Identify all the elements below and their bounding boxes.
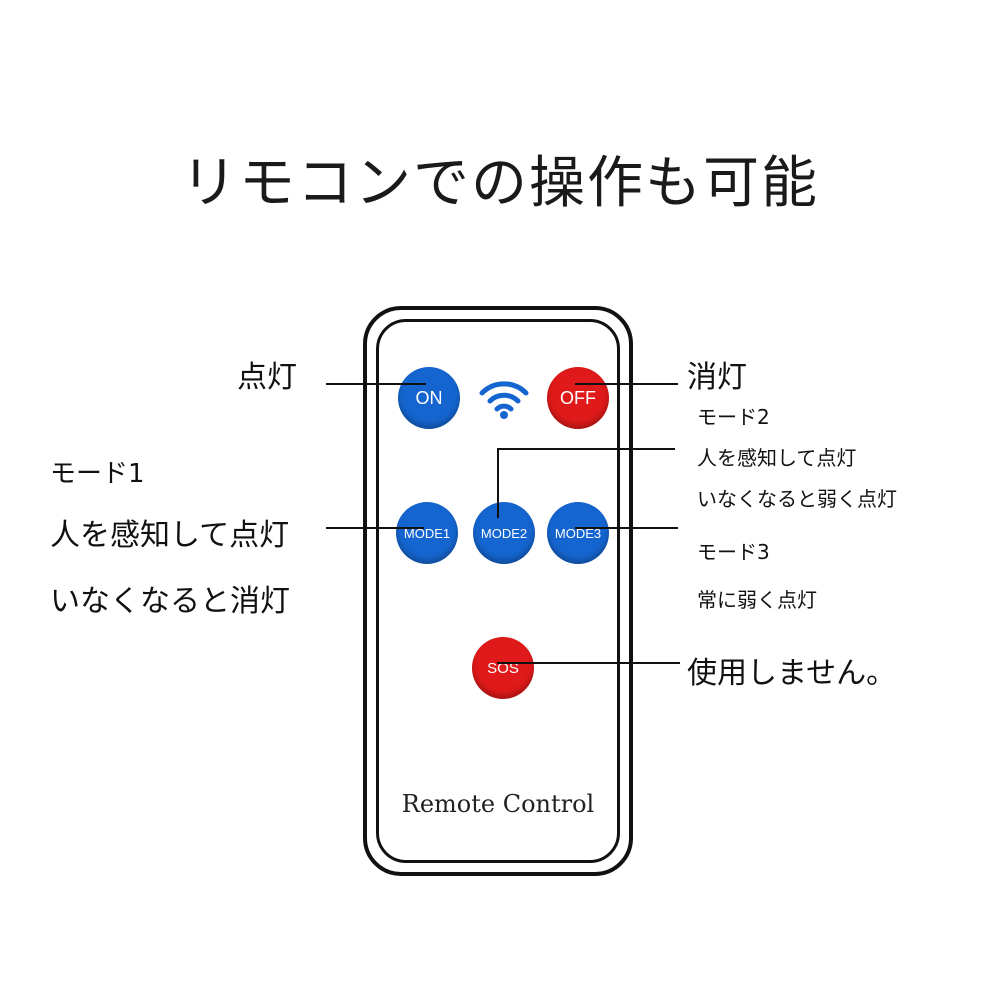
mode3-annotation-title: モード3 bbox=[697, 540, 770, 564]
on-button[interactable]: ON bbox=[398, 367, 460, 429]
on-button-label: ON bbox=[415, 387, 443, 408]
sos-button[interactable]: SOS bbox=[472, 637, 534, 699]
mode1-connector-line bbox=[326, 527, 424, 529]
page-title: リモコンでの操作も可能 bbox=[181, 151, 819, 216]
on-annotation: 点灯 bbox=[237, 360, 297, 395]
mode2-button-label: MODE2 bbox=[480, 525, 528, 541]
off-connector-line bbox=[575, 383, 678, 385]
mode1-annotation-line2: いなくなると消灯 bbox=[50, 584, 290, 619]
mode2-annotation-title: モード2 bbox=[697, 405, 770, 429]
off-button[interactable]: OFF bbox=[547, 367, 609, 429]
off-annotation: 消灯 bbox=[687, 360, 747, 395]
sos-connector-line bbox=[497, 662, 680, 664]
remote-control-label: Remote Control bbox=[401, 790, 595, 818]
mode2-connector-horizontal bbox=[497, 448, 675, 450]
mode3-connector-line bbox=[575, 527, 678, 529]
mode3-button[interactable]: MODE3 bbox=[547, 502, 609, 564]
mode1-button-label: MODE1 bbox=[403, 525, 451, 541]
mode1-annotation-line1: 人を感知して点灯 bbox=[50, 518, 290, 553]
wifi-icon bbox=[477, 377, 531, 421]
mode3-annotation-line1: 常に弱く点灯 bbox=[697, 588, 817, 612]
mode1-annotation-title: モード1 bbox=[50, 459, 145, 489]
mode2-annotation-line1: 人を感知して点灯 bbox=[697, 446, 857, 470]
mode2-button[interactable]: MODE2 bbox=[473, 502, 535, 564]
sos-annotation: 使用しません。 bbox=[687, 656, 897, 691]
off-button-label: OFF bbox=[560, 387, 596, 408]
on-connector-line bbox=[326, 383, 426, 385]
remote-inner-border: ON OFF MODE1 MODE2 MODE3 SOS Remote Cont… bbox=[376, 319, 620, 863]
mode3-button-label: MODE3 bbox=[554, 525, 602, 541]
mode2-annotation-line2: いなくなると弱く点灯 bbox=[697, 487, 897, 511]
mode1-button[interactable]: MODE1 bbox=[396, 502, 458, 564]
mode2-connector-vertical bbox=[497, 448, 499, 518]
remote-control: ON OFF MODE1 MODE2 MODE3 SOS Remote Cont… bbox=[363, 306, 633, 876]
